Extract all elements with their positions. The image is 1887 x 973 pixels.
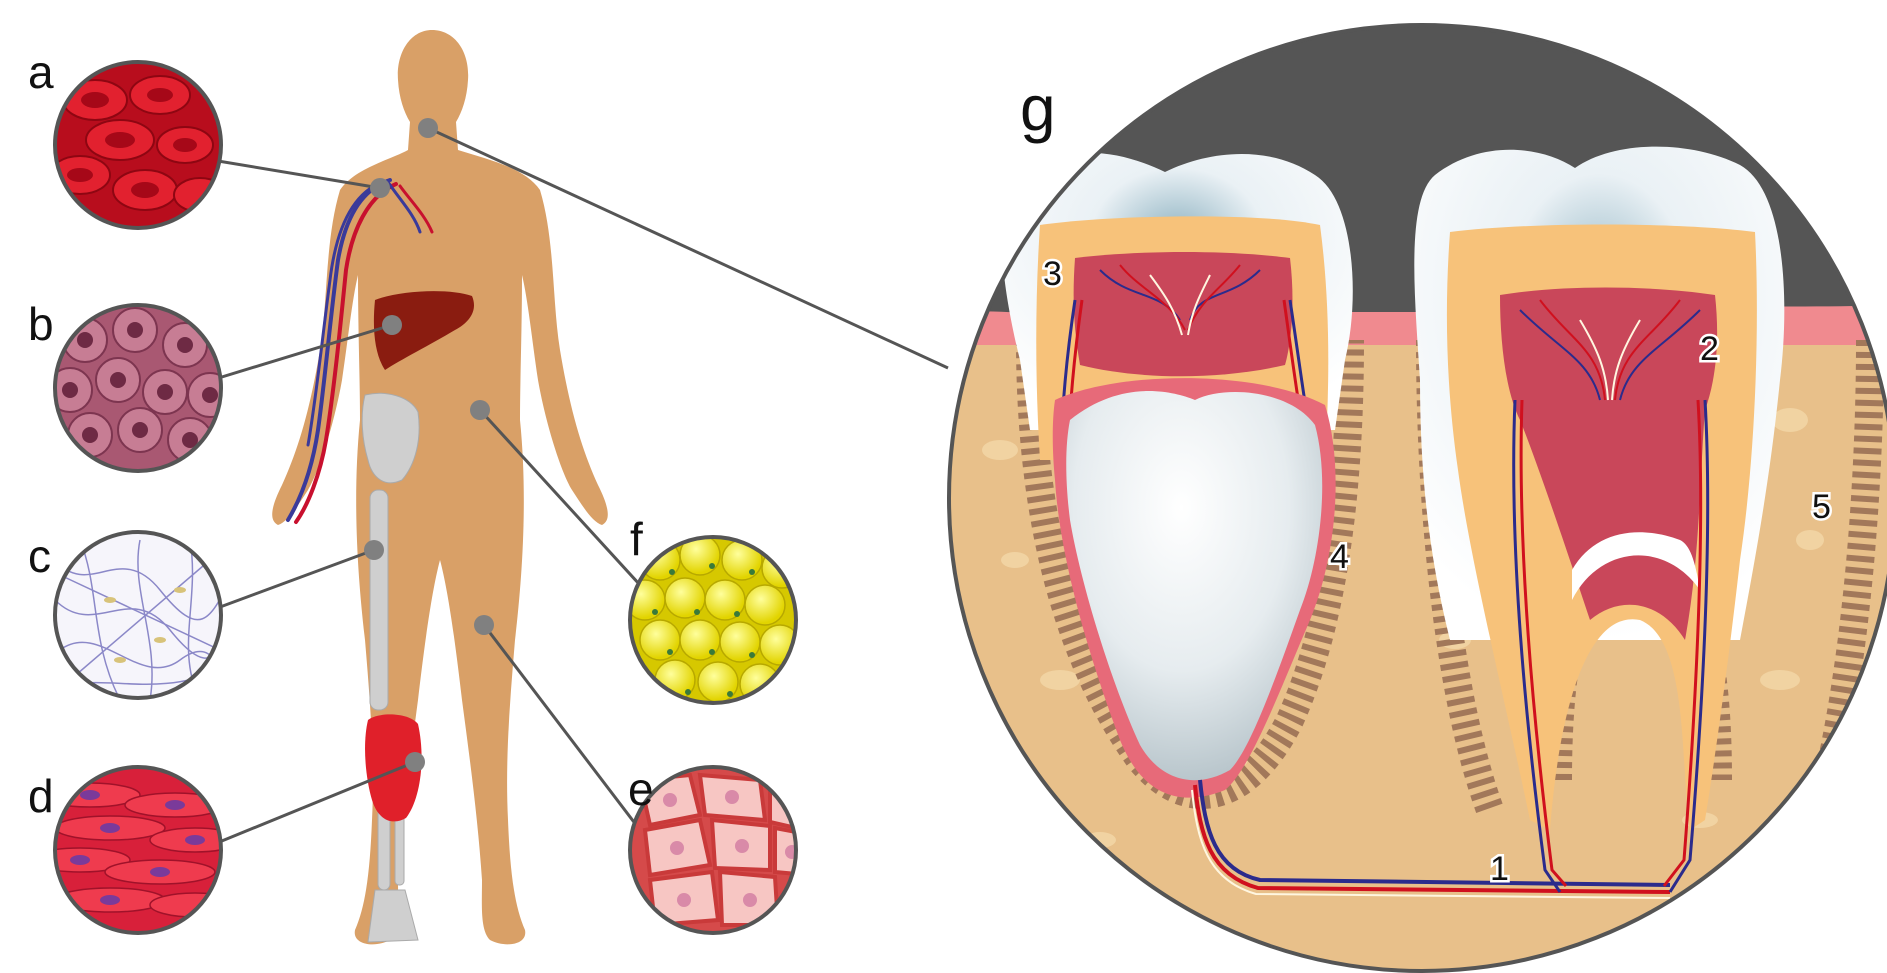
leader-dots: [364, 118, 494, 772]
liver-cells-icon: [53, 303, 223, 473]
label-c: c: [28, 530, 51, 582]
tooth-label-1: 1: [1490, 850, 1509, 888]
unerupted-tooth: [1066, 391, 1323, 781]
label-b: b: [28, 298, 54, 350]
tooth-label-4: 4: [1330, 538, 1349, 576]
label-e: e: [628, 763, 654, 815]
tooth-label-3: 3: [1043, 255, 1062, 293]
left-tooth-pulp: [1073, 252, 1293, 377]
human-body: [272, 30, 608, 945]
muscle-tissue-icon: [53, 765, 223, 935]
tooth-label-5: 5: [1812, 488, 1831, 526]
connective-tissue-icon: [53, 530, 223, 700]
tooth-label-2: 2: [1700, 330, 1719, 368]
blood-vessels: [286, 178, 434, 524]
leader-lines: [211, 126, 949, 847]
calf-muscle: [365, 714, 422, 822]
body-silhouette: [272, 30, 608, 945]
tooth-cross-section: [947, 23, 1887, 973]
label-f: f: [630, 513, 643, 565]
adipose-tissue-icon: [628, 535, 798, 705]
liver: [373, 291, 475, 370]
label-a: a: [28, 46, 54, 98]
blood-cells-icon: [53, 60, 223, 230]
label-g: g: [1020, 72, 1056, 144]
panel-labels: a b c d e f g: [28, 46, 1056, 822]
tooth-number-labels: 1 2 3 4 5: [1041, 253, 1834, 891]
label-d: d: [28, 770, 54, 822]
epithelial-tissue-icon: [628, 765, 798, 935]
